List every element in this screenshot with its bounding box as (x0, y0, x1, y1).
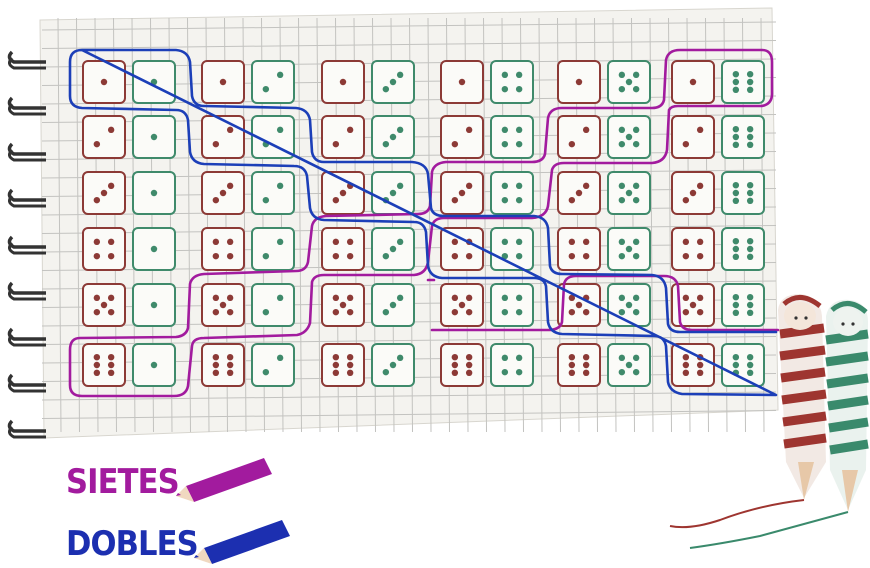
green-die-r4-c3 (372, 228, 414, 270)
green-die-r4-c1 (133, 228, 175, 270)
green-die-r2-c5 (608, 116, 650, 158)
green-die-r1-c1 (133, 61, 175, 103)
green-die-r1-c6 (722, 61, 764, 103)
red-die-r5-c2 (202, 284, 244, 326)
red-die-r4-c5 (558, 228, 600, 270)
green-die-r6-c3 (372, 344, 414, 386)
red-die-r6-c2 (202, 344, 244, 386)
red-die-r5-c3 (322, 284, 364, 326)
green-die-r5-c5 (608, 284, 650, 326)
red-die-r5-c4 (441, 284, 483, 326)
green-die-r5-c2 (252, 284, 294, 326)
red-die-r1-c6 (672, 61, 714, 103)
green-die-r3-c2 (252, 172, 294, 214)
green-die-r3-c6 (722, 172, 764, 214)
red-die-r1-c5 (558, 61, 600, 103)
red-die-r3-c5 (558, 172, 600, 214)
green-die-r6-c5 (608, 344, 650, 386)
green-die-r2-c1 (133, 116, 175, 158)
red-die-r2-c6 (672, 116, 714, 158)
red-die-r4-c4 (441, 228, 483, 270)
green-die-r2-c3 (372, 116, 414, 158)
red-die-r6-c4 (441, 344, 483, 386)
red-die-r1-c4 (441, 61, 483, 103)
red-die-r6-c3 (322, 344, 364, 386)
red-die-r2-c5 (558, 116, 600, 158)
red-die-r2-c4 (441, 116, 483, 158)
green-die-r5-c6 (722, 284, 764, 326)
legend-dobles: DOBLES (66, 524, 212, 564)
green-die-r4-c2 (252, 228, 294, 270)
green-die-r6-c4 (491, 344, 533, 386)
green-die-r3-c3 (372, 172, 414, 214)
green-die-r4-c5 (608, 228, 650, 270)
red-die-r3-c1 (83, 172, 125, 214)
red-die-r1-c2 (202, 61, 244, 103)
green-die-r5-c4 (491, 284, 533, 326)
red-die-r6-c5 (558, 344, 600, 386)
red-die-r4-c1 (83, 228, 125, 270)
green-die-r6-c1 (133, 344, 175, 386)
red-die-r3-c4 (441, 172, 483, 214)
green-die-r1-c2 (252, 61, 294, 103)
green-die-r3-c1 (133, 172, 175, 214)
green-die-r1-c3 (372, 61, 414, 103)
red-die-r5-c1 (83, 284, 125, 326)
red-die-r6-c6 (672, 344, 714, 386)
red-die-r6-c1 (83, 344, 125, 386)
green-die-r3-c4 (491, 172, 533, 214)
red-die-r3-c6 (672, 172, 714, 214)
legend-sietes: SIETES (66, 462, 191, 502)
legend-label-sietes: SIETES (66, 462, 179, 502)
red-die-r2-c1 (83, 116, 125, 158)
green-die-r6-c2 (252, 344, 294, 386)
red-die-r1-c3 (322, 61, 364, 103)
legend-label-dobles: DOBLES (66, 524, 198, 564)
green-die-r2-c6 (722, 116, 764, 158)
red-die-r2-c2 (202, 116, 244, 158)
green-die-r5-c3 (372, 284, 414, 326)
red-die-r2-c3 (322, 116, 364, 158)
red-die-r4-c6 (672, 228, 714, 270)
red-die-r4-c2 (202, 228, 244, 270)
green-die-r1-c4 (491, 61, 533, 103)
green-die-r4-c6 (722, 228, 764, 270)
red-die-r3-c2 (202, 172, 244, 214)
green-die-r3-c5 (608, 172, 650, 214)
green-die-r1-c5 (608, 61, 650, 103)
green-die-r5-c1 (133, 284, 175, 326)
red-die-r4-c3 (322, 228, 364, 270)
green-die-r2-c4 (491, 116, 533, 158)
spiral-binding-icon (9, 52, 46, 437)
